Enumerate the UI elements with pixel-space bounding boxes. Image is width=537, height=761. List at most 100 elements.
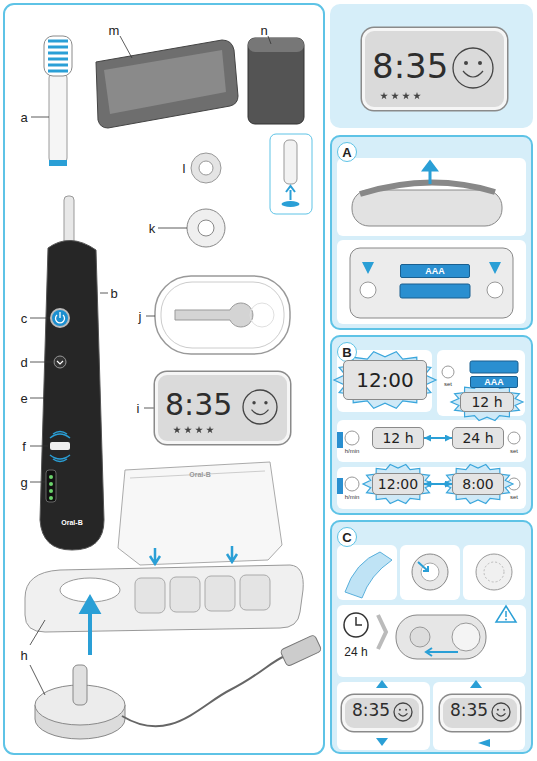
battery	[400, 284, 470, 298]
led	[49, 496, 53, 500]
callout-letter: a	[20, 111, 27, 124]
callout-letter: k	[149, 222, 156, 235]
clock-readout: 12 h	[372, 427, 424, 449]
battery	[470, 361, 518, 373]
step-cell	[337, 420, 526, 462]
star	[391, 92, 399, 99]
mode-icon	[57, 361, 63, 364]
callout-letter: m	[109, 24, 120, 37]
smiley-eye	[405, 709, 407, 711]
battery-end	[337, 432, 343, 448]
star-row	[172, 425, 222, 435]
panel-bg	[330, 335, 533, 515]
head-slot	[135, 578, 165, 613]
star	[184, 426, 192, 433]
readout-text: 12 h	[382, 431, 413, 445]
panel-letter: B	[337, 342, 357, 362]
panel-letter: A	[337, 142, 357, 162]
led	[49, 475, 53, 479]
clock-readout: 8:00	[452, 473, 504, 495]
brand-logo: Oral-B	[61, 519, 82, 526]
smiley-mouth	[399, 713, 408, 716]
power-button	[51, 309, 69, 327]
head-slot	[170, 577, 200, 612]
smiley-eye	[503, 709, 505, 711]
smiley-eye	[399, 709, 401, 711]
arrow	[82, 598, 98, 655]
button-hole	[360, 282, 376, 298]
brush-stem	[49, 72, 67, 164]
head-holder	[130, 471, 265, 478]
panel-bg	[330, 520, 533, 754]
smiley-face	[453, 48, 493, 88]
star	[195, 426, 203, 433]
step-cell	[337, 240, 526, 324]
adhesive-disc	[476, 554, 512, 590]
smiley-eye	[478, 61, 482, 65]
warning-icon	[505, 619, 507, 621]
panel-bg	[330, 4, 533, 128]
adhesive-disc	[452, 623, 480, 651]
color-ring	[191, 153, 221, 183]
button-label: h/min	[345, 494, 360, 500]
pouch	[248, 38, 304, 52]
double-arrow	[424, 483, 452, 485]
readout-text: 24 h	[462, 431, 493, 445]
battery-type: AAA	[425, 267, 445, 276]
arrow	[150, 546, 237, 564]
display-holder	[161, 282, 284, 348]
chevron	[378, 615, 386, 649]
readout-text: 12:00	[378, 477, 418, 491]
blink-burst	[443, 465, 513, 504]
readout-text: 8:00	[462, 477, 493, 491]
battery-compartment	[350, 248, 513, 318]
button-label: h/min	[345, 448, 360, 454]
blink-burst	[363, 465, 433, 504]
hmin-button	[345, 477, 359, 491]
smiley-face	[243, 390, 277, 424]
battery: AAA	[400, 264, 470, 278]
smiley-outline	[250, 303, 274, 327]
smiley-icon	[490, 701, 512, 723]
display-holder	[155, 276, 290, 354]
star	[402, 92, 410, 99]
callout-letter: d	[20, 356, 27, 369]
brush-head	[44, 36, 72, 76]
color-ring	[49, 160, 67, 166]
smiley-face	[492, 703, 510, 721]
adhesive-disc	[410, 627, 430, 647]
panel-bg	[330, 135, 533, 330]
hmin-button	[345, 431, 359, 445]
duration-label: 24 h	[344, 646, 367, 658]
arrow	[426, 648, 458, 656]
arrow	[418, 562, 428, 571]
smiley-eye	[264, 401, 267, 404]
readout-text: 12 h	[471, 395, 502, 409]
brush-stem	[284, 140, 297, 184]
display-unit: 8:35	[155, 372, 290, 444]
charger-post	[73, 665, 87, 705]
travel-case	[104, 50, 226, 114]
battery-end	[337, 478, 343, 494]
pouch	[248, 38, 304, 124]
callout-letter: i	[137, 402, 140, 415]
callout-letter: b	[110, 287, 117, 300]
smiley-icon	[241, 388, 279, 426]
clock-readout: 24 h	[452, 427, 504, 449]
clock-readout: 12:00	[372, 473, 424, 495]
callout-letter: e	[20, 392, 27, 405]
step-cell	[337, 545, 397, 600]
display-time: 8:35	[165, 390, 232, 420]
keyhole-slot	[175, 303, 253, 327]
inset-frame	[270, 134, 312, 214]
display-time: 8:35	[450, 702, 488, 719]
adhesive-disc	[198, 220, 214, 236]
star	[206, 426, 214, 433]
arrow	[286, 186, 295, 200]
warning-icon	[505, 611, 507, 617]
display-time: 8:35	[372, 49, 448, 83]
smiley-eye	[464, 61, 468, 65]
head-slot	[205, 576, 235, 611]
callout-letter: l	[183, 162, 186, 175]
clock-icon	[344, 613, 368, 637]
